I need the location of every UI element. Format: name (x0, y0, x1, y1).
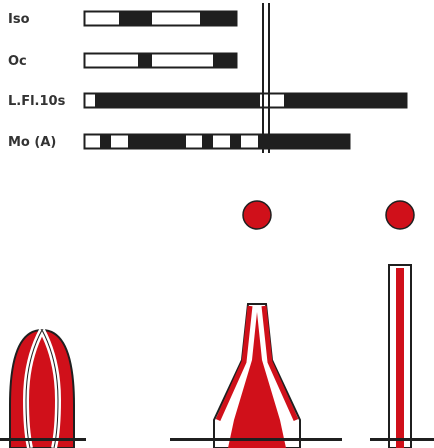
light-flash (230, 135, 241, 148)
light-rhythm-mo (85, 135, 350, 149)
light-flash (200, 12, 236, 25)
red-sphere-topmark-icon (243, 201, 271, 229)
red-sphere-topmark-icon (386, 201, 414, 229)
light-flash (284, 94, 406, 107)
light-flash (100, 135, 111, 148)
light-flash (258, 135, 349, 148)
light-flash (138, 54, 152, 67)
light-flash (95, 94, 260, 107)
light-rhythm-lfl (85, 94, 407, 108)
spherical-buoy-icon (0, 330, 86, 448)
spar-buoy-icon (370, 265, 434, 448)
light-flash (119, 12, 152, 25)
light-rhythm-oc (85, 54, 237, 68)
pillar-buoy-icon (170, 304, 342, 448)
light-mast-icon (262, 3, 270, 153)
light-rhythm-iso (85, 12, 237, 26)
light-flash (128, 135, 186, 148)
light-flash (202, 135, 213, 148)
light-flash (213, 54, 236, 67)
